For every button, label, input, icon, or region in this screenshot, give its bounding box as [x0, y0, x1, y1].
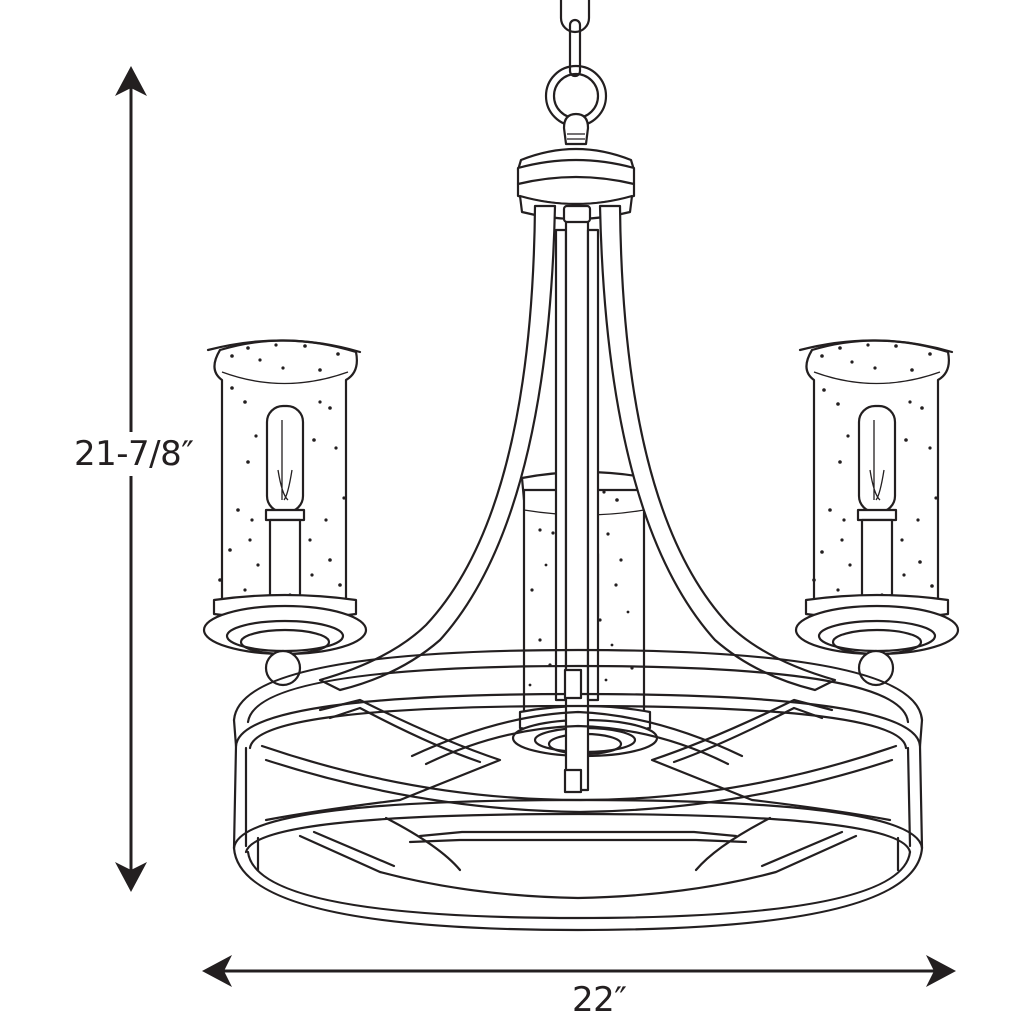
height-dimension	[115, 66, 147, 892]
arrow-right-icon	[926, 955, 956, 987]
arrow-left-icon	[202, 955, 232, 987]
arrow-up-icon	[115, 66, 147, 96]
right-light	[794, 339, 960, 687]
width-dimension	[202, 955, 956, 987]
hanging-loop	[544, 64, 608, 146]
arrow-down-icon	[115, 862, 147, 892]
lattice-ring	[232, 648, 924, 932]
arms	[318, 204, 837, 792]
height-dimension-label: 21-7/8″	[74, 432, 194, 476]
width-dimension-label: 22″	[572, 980, 627, 1020]
seeds-left	[218, 343, 346, 597]
chain	[559, 0, 591, 78]
left-light	[202, 339, 368, 687]
